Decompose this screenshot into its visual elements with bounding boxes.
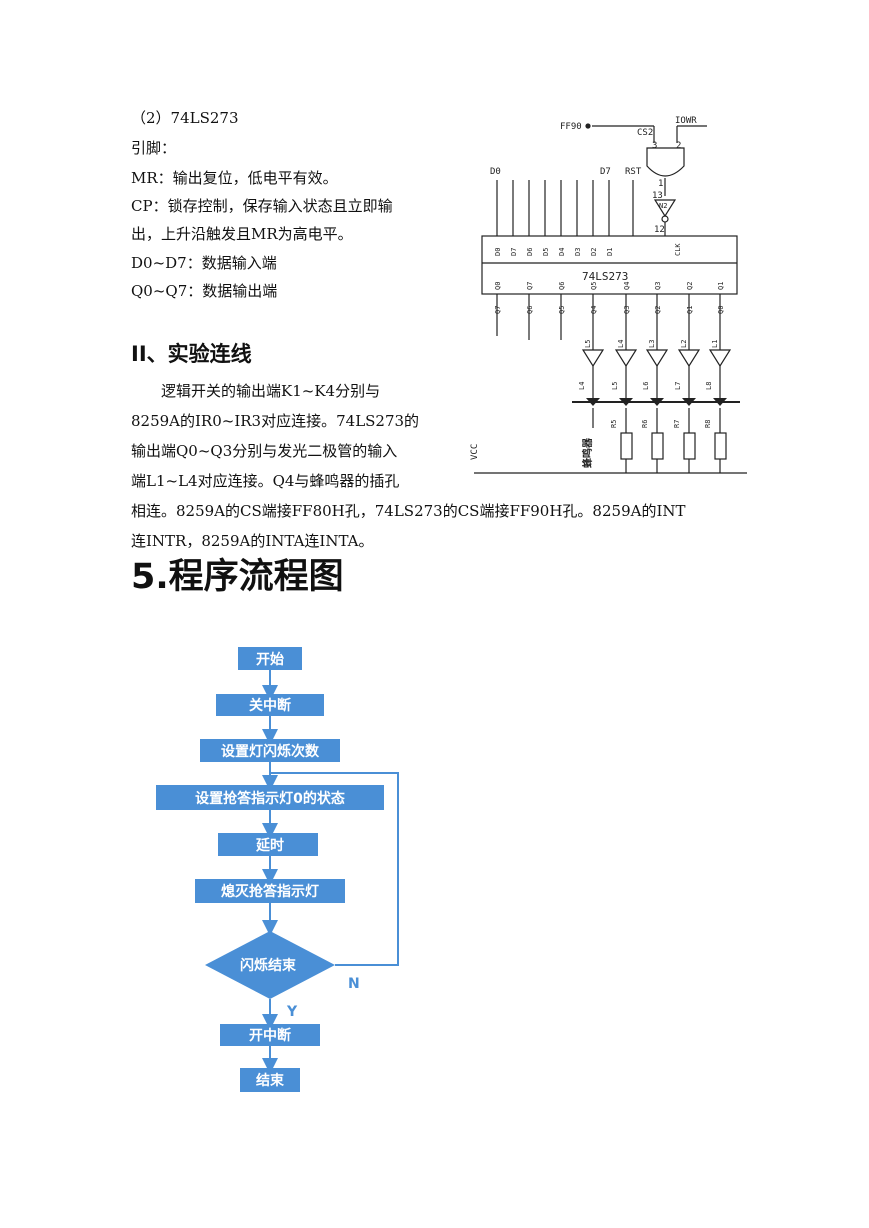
pin3-label: 3 (652, 141, 657, 151)
ff90-label: FF90 (560, 122, 582, 132)
pin-line-cp: CP：锁存控制，保存输入状态且立即输 (131, 197, 393, 215)
d-pin-label: D0 (494, 248, 502, 256)
q-pin-label: Q4 (623, 282, 631, 290)
flowchart-heading: 5.程序流程图 (131, 557, 344, 597)
led-label: L8 (705, 382, 713, 390)
d7-top-label: D7 (600, 167, 611, 177)
flow-yes-label: Y (286, 1004, 298, 1020)
res-label: R7 (673, 420, 681, 428)
gate-n2-label: N2 (659, 202, 667, 210)
d0-top-label: D0 (490, 167, 501, 177)
flow-turn-off-indicator (195, 879, 345, 903)
flow-enable-interrupt (220, 1024, 320, 1046)
q-pin-label: Q3 (654, 282, 662, 290)
circuit-diagram: FF90 IOWR CS2 3 2 1 13 N2 12 D0 D7 RST 7… (470, 116, 747, 474)
flow-label: 熄灭抢答指示灯 (221, 883, 319, 900)
rst-label: RST (625, 167, 642, 177)
q-pin-label: Q2 (686, 282, 694, 290)
clk-pin-label: CLK (674, 243, 682, 256)
iowr-label: IOWR (675, 116, 697, 126)
d-pin-label: D2 (590, 248, 598, 256)
wiring-line: 连INTR，8259A的INTA连INTA。 (131, 532, 374, 550)
q-out-label: Q3 (623, 306, 631, 314)
flow-delay (218, 833, 318, 856)
res-label: R6 (641, 420, 649, 428)
d-pin-label: D1 (606, 248, 614, 256)
pin13-label: 13 (652, 191, 663, 201)
l-in-label: L5 (584, 340, 592, 348)
wiring-line: 8259A的IR0~IR3对应连接。74LS273的 (131, 412, 420, 430)
led-label: L6 (642, 382, 650, 390)
flow-set-blink-count (200, 739, 340, 762)
flow-disable-interrupt (216, 694, 324, 716)
flow-end (240, 1068, 300, 1092)
q-pin-label: Q0 (494, 282, 502, 290)
q-pin-label: Q6 (558, 282, 566, 290)
d-pin-label: D4 (558, 248, 566, 256)
l-in-label: L1 (711, 340, 719, 348)
wiring-line: 相连。8259A的CS端接FF80H孔，74LS273的CS端接FF90H孔。8… (131, 502, 686, 520)
pin-line-cp-cont: 出，上升沿触发且MR为高电平。 (131, 225, 353, 243)
flow-label: 延时 (255, 837, 284, 854)
pins-heading: 引脚： (131, 139, 177, 157)
flow-start (238, 647, 302, 670)
pin2-label: 2 (676, 141, 681, 151)
flow-label: 结束 (256, 1072, 285, 1089)
wiring-line: 逻辑开关的输出端K1~K4分别与 (131, 382, 381, 400)
led-label: L4 (578, 382, 586, 390)
q-out-label: Q1 (686, 306, 694, 314)
cs2-label: CS2 (637, 128, 653, 138)
d-pin-label: D3 (574, 248, 582, 256)
res-label: R8 (704, 420, 712, 428)
chip-label: 74LS273 (582, 270, 628, 283)
d-pin-label: D5 (542, 248, 550, 256)
program-flowchart: 开始 关中断 设置灯闪烁次数 设置抢答指示灯0的状态 延时 熄灭抢答指示灯 闪烁… (156, 647, 399, 1092)
d-pin-label: D7 (510, 248, 518, 256)
pin-line-mr: MR：输出复位，低电平有效。 (131, 169, 338, 187)
l-in-label: L2 (680, 340, 688, 348)
q-pin-label: Q5 (590, 282, 598, 290)
flow-set-indicator-state (156, 785, 384, 810)
l-in-label: L3 (648, 340, 656, 348)
flow-label: 设置抢答指示灯0的状态 (195, 790, 345, 807)
flow-label: 开始 (256, 651, 284, 668)
wiring-paragraph: 逻辑开关的输出端K1~K4分别与 8259A的IR0~IR3对应连接。74LS2… (131, 376, 731, 556)
q-out-label: Q4 (590, 306, 598, 314)
flow-label: 关中断 (249, 697, 291, 714)
pin1-label: 1 (658, 179, 663, 189)
q-out-label: Q5 (558, 306, 566, 314)
flow-no-label: N (348, 976, 360, 992)
led-label: L7 (674, 382, 682, 390)
flow-label: 闪烁结束 (240, 957, 297, 974)
q-out-label: Q2 (654, 306, 662, 314)
wiring-heading: II、实验连线 (131, 342, 252, 366)
q-pin-label: Q7 (526, 282, 534, 290)
q-out-label: Q7 (494, 306, 502, 314)
pin-line-d: D0~D7：数据输入端 (131, 254, 277, 272)
flow-label: 开中断 (249, 1027, 291, 1044)
flow-blink-done-decision (205, 931, 335, 999)
section-title-74ls273: （2）74LS273 (131, 109, 239, 127)
buzzer-label: 蜂鸣器 (581, 437, 594, 468)
q-out-label: Q6 (526, 306, 534, 314)
q-out-label: Q0 (717, 306, 725, 314)
l-in-label: L4 (617, 340, 625, 348)
led-label: L5 (611, 382, 619, 390)
wiring-line: 输出端Q0~Q3分别与发光二极管的输入 (131, 442, 398, 460)
vcc-label: VCC (470, 444, 480, 460)
d-pin-label: D6 (526, 248, 534, 256)
wiring-line: 端L1~L4对应连接。Q4与蜂鸣器的插孔 (131, 472, 400, 490)
flow-label: 设置灯闪烁次数 (221, 743, 320, 760)
q-pin-label: Q1 (717, 282, 725, 290)
pin12-label: 12 (654, 225, 665, 235)
res-label: R5 (610, 420, 618, 428)
pin-line-q: Q0~Q7：数据输出端 (131, 282, 278, 300)
